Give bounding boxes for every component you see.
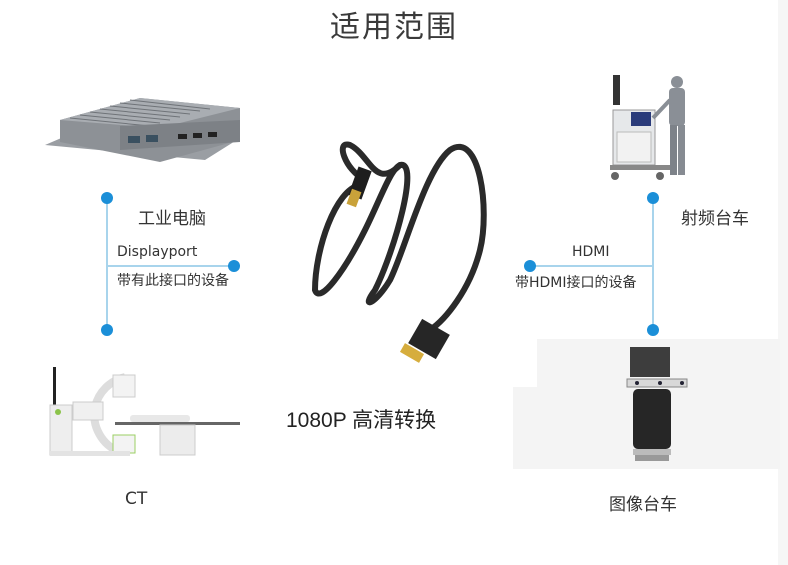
hdmi-cable-image	[311, 141, 487, 363]
imaging-cart-image	[626, 347, 688, 461]
right-top-dot	[647, 192, 659, 204]
device-label-rf-cart: 射频台车	[681, 209, 749, 229]
industrial-pc-image	[45, 98, 240, 162]
left-connector-horizontal-line	[107, 265, 234, 267]
left-top-dot	[101, 192, 113, 204]
interface-label-hdmi: HDMI	[572, 244, 610, 260]
right-interface-dot	[524, 260, 536, 272]
right-edge-strip	[778, 0, 788, 565]
interface-desc-left: 带有此接口的设备	[117, 273, 229, 289]
interface-desc-right: 带HDMI接口的设备	[515, 275, 637, 291]
rf-cart-image	[610, 75, 685, 180]
center-caption: 1080P 高清转换	[286, 409, 437, 432]
device-label-industrial-pc: 工业电脑	[138, 209, 206, 229]
page-title: 适用范围	[330, 10, 458, 45]
interface-label-displayport: Displayport	[117, 244, 198, 260]
right-bottom-dot	[647, 324, 659, 336]
device-label-imaging-cart: 图像台车	[609, 495, 677, 515]
ct-scanner-image	[49, 367, 240, 456]
left-interface-dot	[228, 260, 240, 272]
right-connector-horizontal-line	[530, 265, 653, 267]
device-label-ct: CT	[125, 489, 148, 509]
left-bottom-dot	[101, 324, 113, 336]
imaging-cart-panel-ext	[513, 387, 543, 469]
right-connector-vertical-line	[652, 198, 654, 331]
left-connector-vertical-line	[106, 198, 108, 331]
